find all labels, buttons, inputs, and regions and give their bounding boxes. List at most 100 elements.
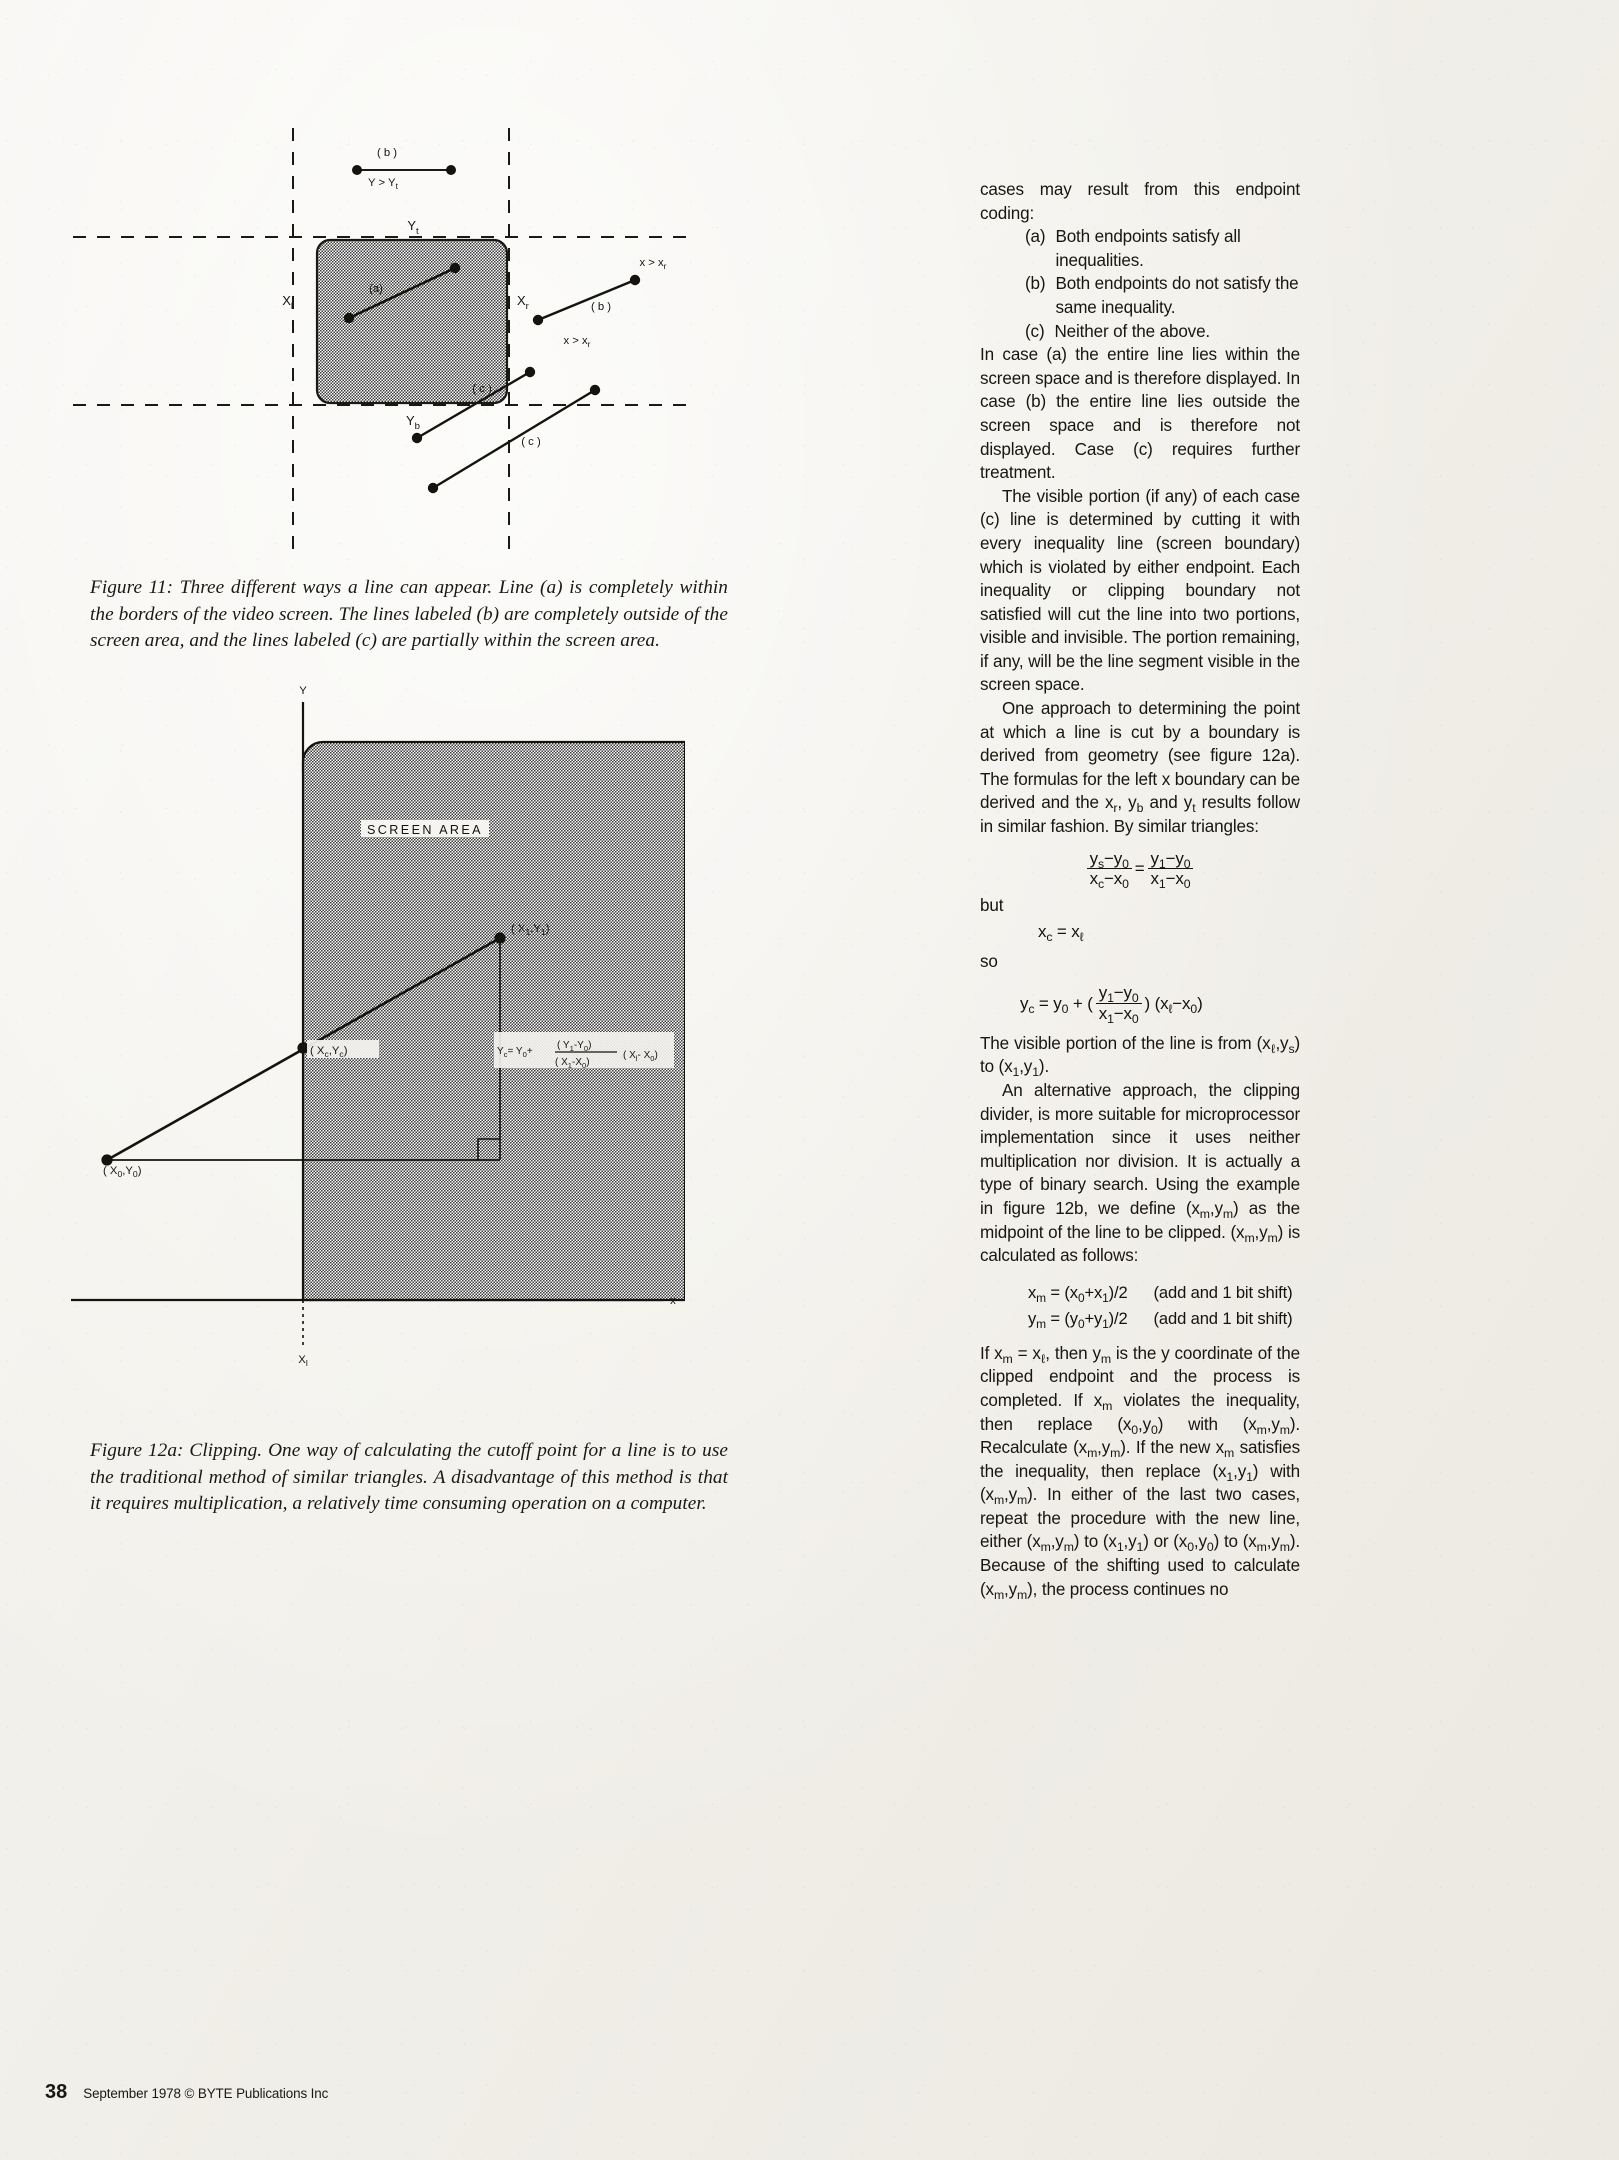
fraction-right: y1−y0 x1−x0 bbox=[1147, 849, 1194, 891]
label-point-xcyc: ( Xc,Yc) bbox=[310, 1045, 348, 1059]
case-text: Both endpoints satisfy all inequalities. bbox=[1055, 227, 1241, 270]
midpoint-equations: xm = (x0+x1)/2(add and 1 bit shift) ym =… bbox=[980, 1280, 1300, 1332]
right-angle-mark bbox=[477, 1138, 500, 1160]
equation-row: yc = y0 + ( y1−y0 x1−x0 ) (xℓ−x0) bbox=[1020, 984, 1300, 1025]
equation-note: (add and 1 bit shift) bbox=[1153, 1282, 1293, 1302]
formula-tail: ( Xl- X0) bbox=[623, 1050, 658, 1063]
para5-sub1: m bbox=[1199, 1207, 1210, 1221]
paragraph-case-explanation: In case (a) the entire line lies within … bbox=[980, 345, 1300, 483]
figure-12a-diagram: Y SCREEN AREA x Xl bbox=[45, 680, 685, 1420]
intro-paragraph: cases may result from this endpoint codi… bbox=[980, 180, 1300, 223]
endpoint-dot bbox=[629, 274, 641, 286]
equals-sign: = bbox=[1134, 859, 1145, 879]
figure-11-caption: Figure 11: Three different ways a line c… bbox=[90, 577, 728, 652]
para5-sub2: m bbox=[1222, 1207, 1233, 1221]
label-line-b-top: ( b ) bbox=[377, 147, 397, 159]
para5-d: ,y bbox=[1254, 1222, 1268, 1242]
line-a-inside bbox=[348, 266, 456, 320]
paragraph-visible-segment: The visible portion of the line is from … bbox=[980, 1032, 1300, 1079]
para4-sub3: 1 bbox=[1012, 1065, 1020, 1080]
equation-ym: ym = (y0+y1)/2(add and 1 bit shift) bbox=[1028, 1308, 1293, 1331]
para3-part-c: and y bbox=[1143, 793, 1193, 813]
keyword-but: but bbox=[980, 896, 1004, 916]
case-item: (b) Both endpoints do not satisfy the sa… bbox=[980, 272, 1300, 319]
para3-sub-t: t bbox=[1192, 801, 1196, 816]
line-c-upper bbox=[416, 370, 531, 440]
screen-label-backdrop bbox=[361, 820, 489, 837]
publication-credit: September 1978 © BYTE Publications Inc bbox=[83, 2086, 329, 2101]
label-y-bottom: Yb bbox=[406, 413, 420, 432]
endpoint-dot bbox=[343, 312, 355, 324]
para5-sub4: m bbox=[1267, 1230, 1278, 1245]
equation-xm: xm = (x0+x1)/2(add and 1 bit shift) bbox=[1028, 1282, 1293, 1305]
para5-sub3: m bbox=[1244, 1230, 1255, 1245]
formula-numerator: ( Y1-Y0) bbox=[557, 1040, 591, 1053]
para3-sub-b: b bbox=[1136, 801, 1144, 816]
para4-c: ) to (x bbox=[980, 1033, 1300, 1077]
equation-row: ys−y0 xc−x0 = y1−y0 x1−x0 bbox=[980, 848, 1300, 891]
para3-part-d: results follow in similar fashion. By si… bbox=[980, 793, 1300, 837]
page-number: 38 bbox=[45, 2081, 68, 2103]
label-y-top: Yt bbox=[407, 218, 419, 237]
axis-label-x: x bbox=[670, 1295, 676, 1307]
case-item: (a) Both endpoints satisfy all inequalit… bbox=[980, 225, 1300, 272]
line-b-right bbox=[537, 278, 636, 322]
fraction-slope: y1−y0 x1−x0 bbox=[1095, 984, 1142, 1025]
label-xl-tick: Xl bbox=[298, 1354, 308, 1368]
formula-lead: Yc= Y0+ bbox=[497, 1046, 533, 1059]
right-column: cases may result from this endpoint codi… bbox=[980, 178, 1300, 1601]
para4-d: ,y bbox=[1019, 1057, 1033, 1077]
page-footer: 38 September 1978 © BYTE Publications In… bbox=[45, 2081, 328, 2104]
endpoint-dot bbox=[352, 165, 362, 175]
label-point-x0y0: ( X0,Y0) bbox=[103, 1165, 142, 1179]
endpoint-dot bbox=[589, 384, 601, 396]
case-marker: (c) bbox=[1025, 321, 1045, 341]
endpoint-dot bbox=[532, 314, 544, 326]
screen-area-label: SCREEN AREA bbox=[367, 823, 483, 837]
cases-list: (a) Both endpoints satisfy all inequalit… bbox=[980, 225, 1300, 343]
figure-12a-caption-block: Figure 12a: Clipping. One way of calcula… bbox=[90, 1438, 728, 1518]
para4-sub1: ℓ bbox=[1270, 1041, 1276, 1056]
xcyc-label-backdrop bbox=[307, 1040, 379, 1058]
figure-12a-caption: Figure 12a: Clipping. One way of calcula… bbox=[90, 1440, 728, 1515]
endpoint-dot bbox=[411, 432, 423, 444]
eq3-lhs: yc = y0 + ( bbox=[1020, 993, 1093, 1016]
fraction-numerator: ys−y0 bbox=[1089, 848, 1129, 871]
eq3-tail: ) (xℓ−x0) bbox=[1144, 993, 1203, 1016]
screen-area-shape bbox=[301, 740, 685, 1302]
case-marker: (b) bbox=[1025, 274, 1046, 294]
keyword-so: so bbox=[980, 951, 998, 971]
para5-b: ,y bbox=[1209, 1198, 1223, 1218]
para3-sub-r: r bbox=[1113, 801, 1118, 816]
label-ineq-b-upper: x > xr bbox=[639, 257, 666, 271]
endpoint-dot bbox=[427, 482, 439, 494]
paragraph-one-approach: One approach to determining the point at… bbox=[980, 697, 1300, 839]
figure-11-diagram: ( b ) Y > Yt Yt Yb Xl Xr bbox=[65, 120, 705, 580]
fraction-denominator: xc−x0 bbox=[1086, 868, 1132, 891]
line-c-lower bbox=[432, 388, 596, 490]
case-marker: (a) bbox=[1025, 227, 1046, 247]
fraction-left: ys−y0 xc−x0 bbox=[1086, 848, 1132, 891]
label-x-left: Xl bbox=[282, 293, 293, 312]
para4-sub4: 1 bbox=[1032, 1065, 1039, 1080]
paragraph-binary-search-procedure: If xm = xℓ, then ym is the y coordinate … bbox=[980, 1343, 1300, 1602]
figure-11-caption-block: Figure 11: Three different ways a line c… bbox=[90, 575, 728, 655]
label-line-c-outside: ( c ) bbox=[521, 436, 541, 448]
para4-b: ,y bbox=[1275, 1033, 1289, 1053]
fraction-denominator: x1−x0 bbox=[1147, 868, 1194, 891]
screen-area-rect bbox=[315, 238, 509, 405]
case-text: Neither of the above. bbox=[1054, 321, 1211, 341]
left-column: ( b ) Y > Yt Yt Yb Xl Xr bbox=[45, 120, 728, 2080]
endpoint-dot bbox=[524, 366, 536, 378]
para3-part-b: , y bbox=[1117, 793, 1137, 813]
para3-part-a: One approach to determining the point at… bbox=[980, 699, 1300, 813]
p6-a: If x bbox=[980, 1343, 1003, 1363]
label-ineq-b-top: Y > Yt bbox=[368, 177, 399, 191]
formula-backdrop bbox=[494, 1032, 674, 1068]
para5-c: ) as the midpoint of the line to be clip… bbox=[980, 1198, 1300, 1242]
label-ineq-b-lower: x > xr bbox=[563, 335, 590, 349]
fraction-denominator: x1−x0 bbox=[1095, 1002, 1142, 1025]
label-line-c-inside: ( c ) bbox=[472, 383, 492, 395]
equation-xc-equals-xl: xc = xℓ bbox=[1038, 921, 1084, 944]
